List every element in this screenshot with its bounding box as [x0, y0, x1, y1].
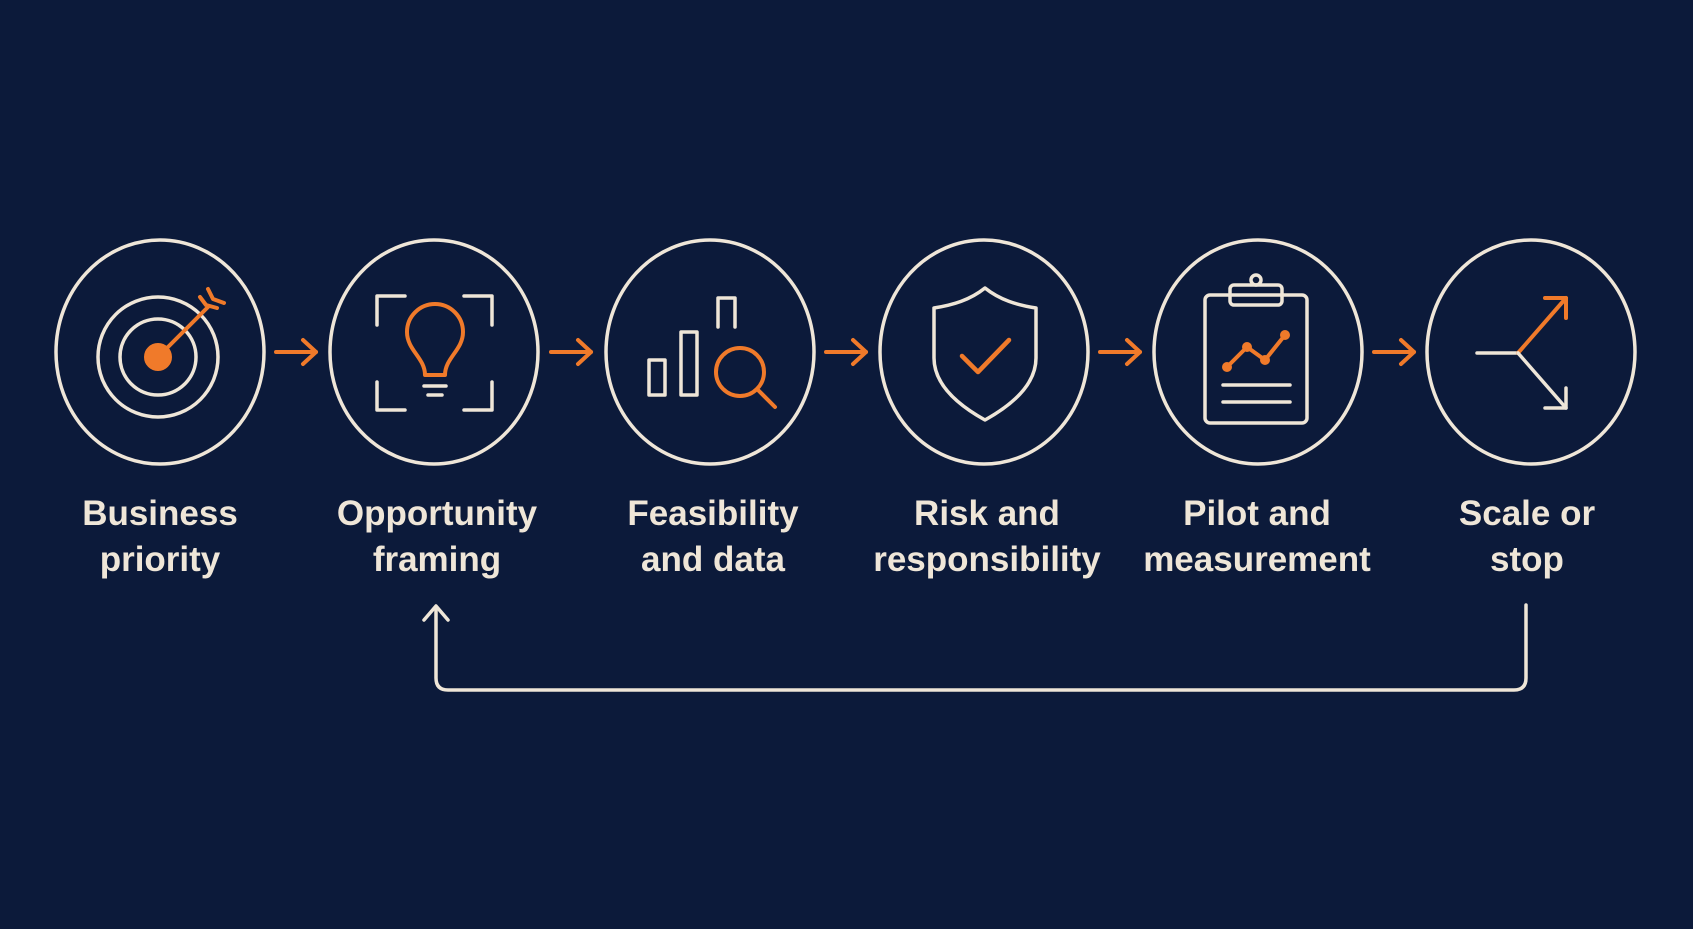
split-arrows-icon — [1475, 296, 1568, 410]
step-label-6: Scale or stop — [1459, 494, 1596, 579]
step-label-2: Opportunity framing — [337, 494, 538, 579]
step-circle-5 — [1152, 238, 1364, 466]
shield-check-icon — [932, 286, 1038, 422]
step-label-5-line2: measurement — [1143, 540, 1371, 579]
step-circle-1 — [54, 238, 266, 466]
arrow-right-icon — [1372, 338, 1416, 366]
step-labels: Business priority Opportunity framing Feas… — [82, 494, 1595, 579]
step-label-4-line2: responsibility — [873, 540, 1101, 579]
step-label-5-line1: Pilot and — [1183, 494, 1331, 533]
connector-arrows — [274, 338, 1416, 366]
step-label-2-line2: framing — [373, 540, 501, 579]
step-circle-4 — [878, 238, 1090, 466]
arrow-right-icon — [1098, 338, 1142, 366]
arrow-right-icon — [824, 338, 868, 366]
arrow-right-icon — [549, 338, 593, 366]
step-label-4: Risk and responsibility — [873, 494, 1101, 579]
step-label-6-line1: Scale or — [1459, 494, 1596, 533]
step-label-1: Business priority — [82, 494, 238, 579]
step-label-2-line1: Opportunity — [337, 494, 538, 533]
arrow-right-icon — [274, 338, 318, 366]
step-label-1-line1: Business — [82, 494, 238, 533]
loop-back-arrow — [422, 603, 1528, 692]
step-label-5: Pilot and measurement — [1143, 494, 1371, 579]
step-label-3-line1: Feasibility — [627, 494, 799, 533]
step-circle-6 — [1425, 238, 1637, 466]
step-label-1-line2: priority — [100, 540, 221, 579]
step-circle-2 — [328, 238, 540, 466]
step-label-6-line2: stop — [1490, 540, 1564, 579]
lightbulb-icon — [375, 294, 494, 412]
clipboard-chart-icon — [1203, 273, 1309, 425]
step-label-4-line1: Risk and — [914, 494, 1060, 533]
step-label-3-line2: and data — [641, 540, 785, 579]
step-circles — [54, 238, 1637, 466]
step-circle-3 — [604, 238, 816, 466]
chart-magnifier-icon — [647, 296, 777, 409]
corner-brackets — [375, 294, 494, 412]
step-label-3: Feasibility and data — [627, 494, 799, 579]
target-arrow-icon — [96, 287, 226, 419]
